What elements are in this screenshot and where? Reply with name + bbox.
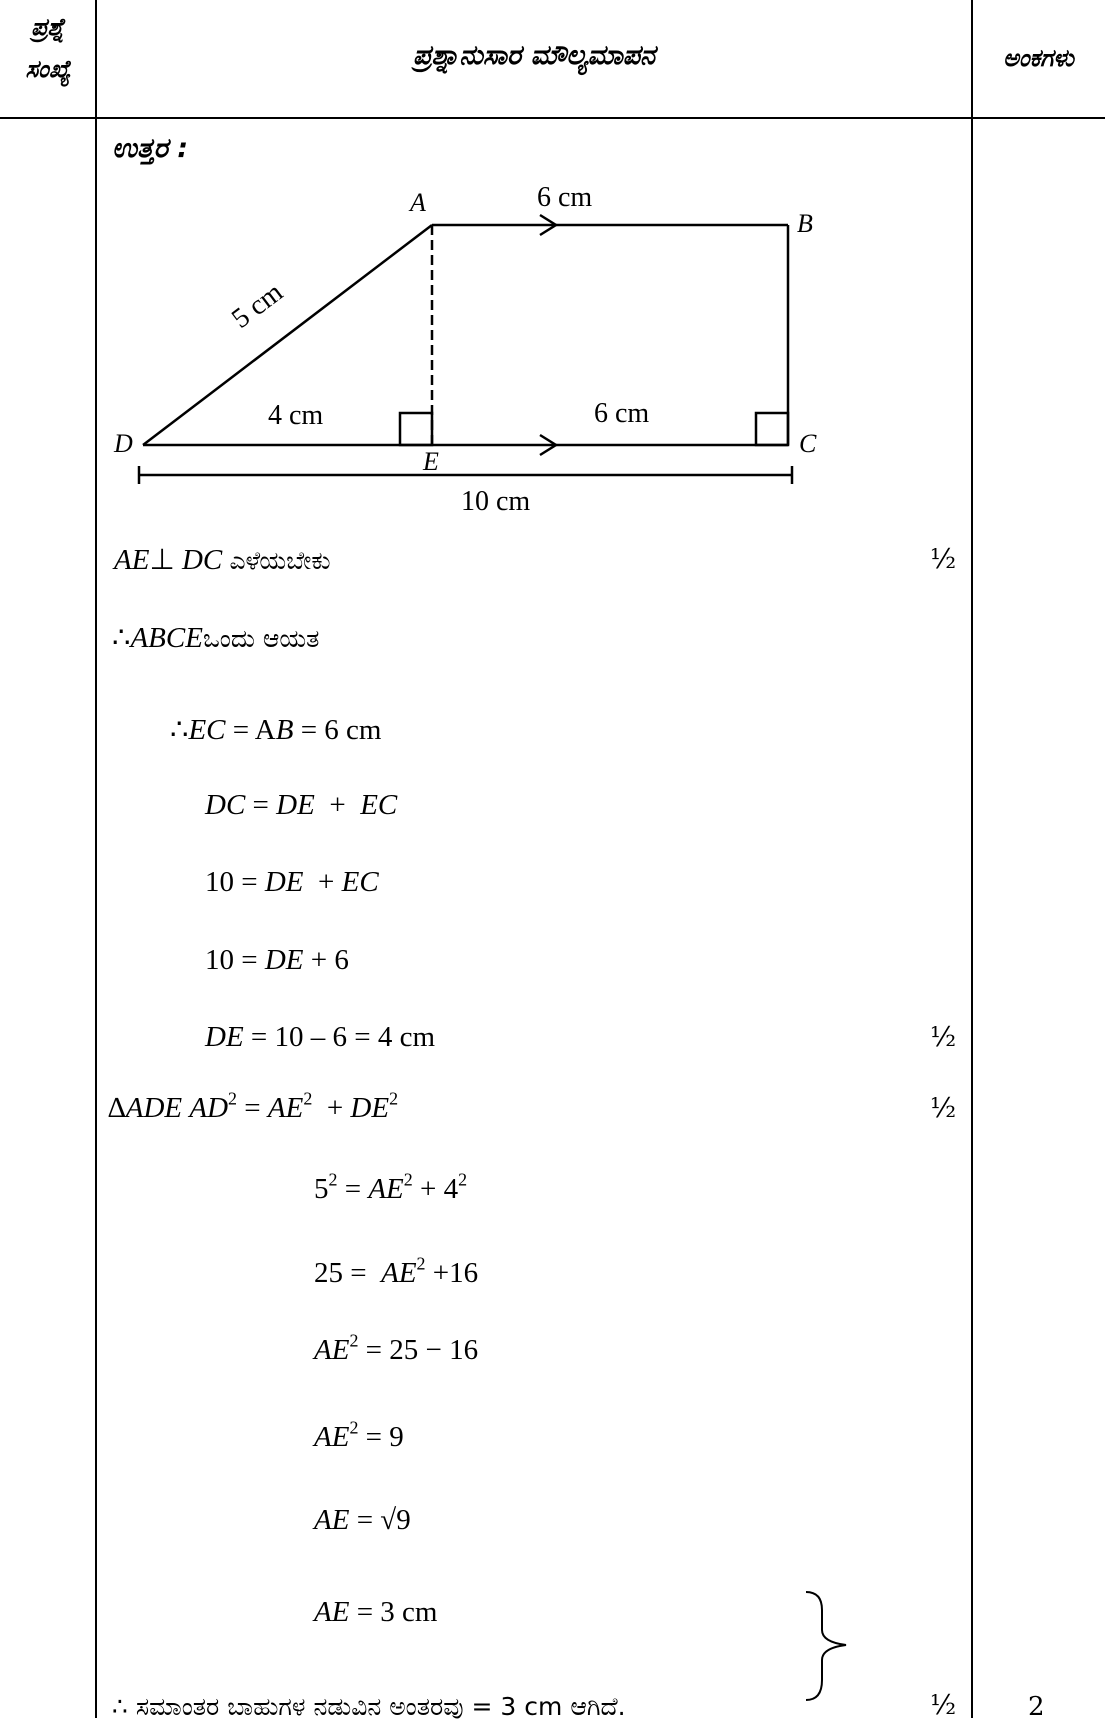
step-pythagoras: ∆ADE AD2 = AE2 + DE2 <box>108 1088 399 1124</box>
step-10-sum: 10 = DE + EC <box>205 866 379 898</box>
step-perpendicular-text: ಎಳೆಯಬೇಕು <box>229 546 331 575</box>
de-length-label: 4 cm <box>268 400 324 431</box>
vertex-a-label: A <box>410 188 426 217</box>
header-marks: ಅಂಕಗಳು <box>1003 44 1074 72</box>
step-ae-sq-diff: AE2 = 25 − 16 <box>314 1330 479 1366</box>
step-conclusion: ∴ ಸಮಾಂತರ ಬಾಹುಗಳ ನಡುವಿನ ಅಂತರವು = 3 cm ಆಗಿ… <box>112 1692 626 1721</box>
total-marks: 2 <box>1028 1692 1045 1722</box>
right-angle-c <box>754 411 790 447</box>
step-perpendicular: AE⊥ DC ಎಳೆಯಬೇಕು <box>114 544 331 576</box>
vertex-d-label: D <box>114 429 133 458</box>
header-question-line1: ಪ್ರಶ್ನೆ <box>31 13 65 41</box>
vertex-b-label: B <box>797 209 813 238</box>
step-10-de-6: 10 = DE + 6 <box>205 944 349 976</box>
ec-length-label: 6 cm <box>594 398 650 429</box>
header-question-line2: ಸಂಖ್ಯೆ <box>25 55 71 83</box>
arrow-ab <box>539 213 559 237</box>
ab-length-label: 6 cm <box>537 182 593 213</box>
side-ad <box>142 224 433 446</box>
header-evaluation: ಪ್ರಶ್ನಾನುಸಾರ ಮೌಲ್ಯಮಾಪನ <box>412 40 656 71</box>
dc-length-label: 10 cm <box>461 486 531 517</box>
vertex-c-label: C <box>799 429 817 458</box>
step-dc-sum: DC = DE + EC <box>205 789 398 821</box>
step-25: 25 = AE2 +16 <box>314 1253 479 1289</box>
vertex-e-label: E <box>423 447 439 476</box>
right-angle-e <box>398 411 434 447</box>
step-5sq: 52 = AE2 + 42 <box>314 1169 468 1205</box>
step-rectangle: ∴ABCEಒಂದು ಆಯತ <box>112 622 320 654</box>
step-ae-result: AE = 3 cm <box>314 1596 438 1628</box>
mark-2: ½ <box>930 1022 957 1053</box>
mark-3: ½ <box>930 1093 957 1124</box>
mark-4: ½ <box>930 1690 957 1721</box>
step-ae-sq-9: AE2 = 9 <box>314 1417 404 1453</box>
header-question-number: ಪ್ರಶ್ನೆ ಸಂಖ್ಯೆ <box>0 6 96 90</box>
step-ae-sqrt: AE = √9 <box>314 1504 411 1536</box>
mark-1: ½ <box>930 544 957 575</box>
step-ec-eq-ab: ∴EC = AB = 6 cm <box>170 714 382 746</box>
step-de-result: DE = 10 – 6 = 4 cm <box>205 1021 436 1053</box>
answer-label: ಉತ್ತರ : <box>112 133 189 164</box>
step-rectangle-text: ಒಂದು ಆಯತ <box>202 624 320 653</box>
arrow-dc <box>539 433 559 457</box>
